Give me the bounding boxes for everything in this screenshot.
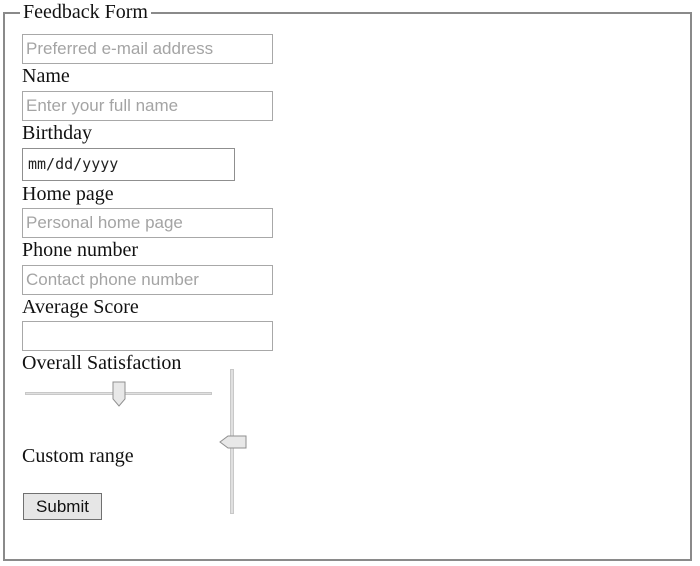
email-field[interactable]: Preferred e-mail address <box>22 34 273 64</box>
homepage-field[interactable]: Personal home page <box>22 208 273 238</box>
average-score-field[interactable] <box>22 321 273 351</box>
birthday-label: Birthday <box>22 122 92 144</box>
satisfaction-slider-thumb[interactable] <box>112 381 126 407</box>
custom-range-slider-thumb[interactable] <box>219 435 247 449</box>
feedback-fieldset <box>3 12 692 561</box>
name-label: Name <box>22 65 70 87</box>
submit-button[interactable]: Submit <box>23 493 102 520</box>
phone-field[interactable]: Contact phone number <box>22 265 273 295</box>
name-field[interactable]: Enter your full name <box>22 91 273 121</box>
birthday-date-field[interactable]: mm/dd/yyyy <box>22 148 235 181</box>
average-score-label: Average Score <box>22 296 139 318</box>
custom-range-label: Custom range <box>22 445 134 467</box>
form-legend: Feedback Form <box>20 2 151 22</box>
phone-label: Phone number <box>22 239 139 261</box>
overall-satisfaction-label: Overall Satisfaction <box>22 352 182 374</box>
homepage-label: Home page <box>22 183 114 205</box>
